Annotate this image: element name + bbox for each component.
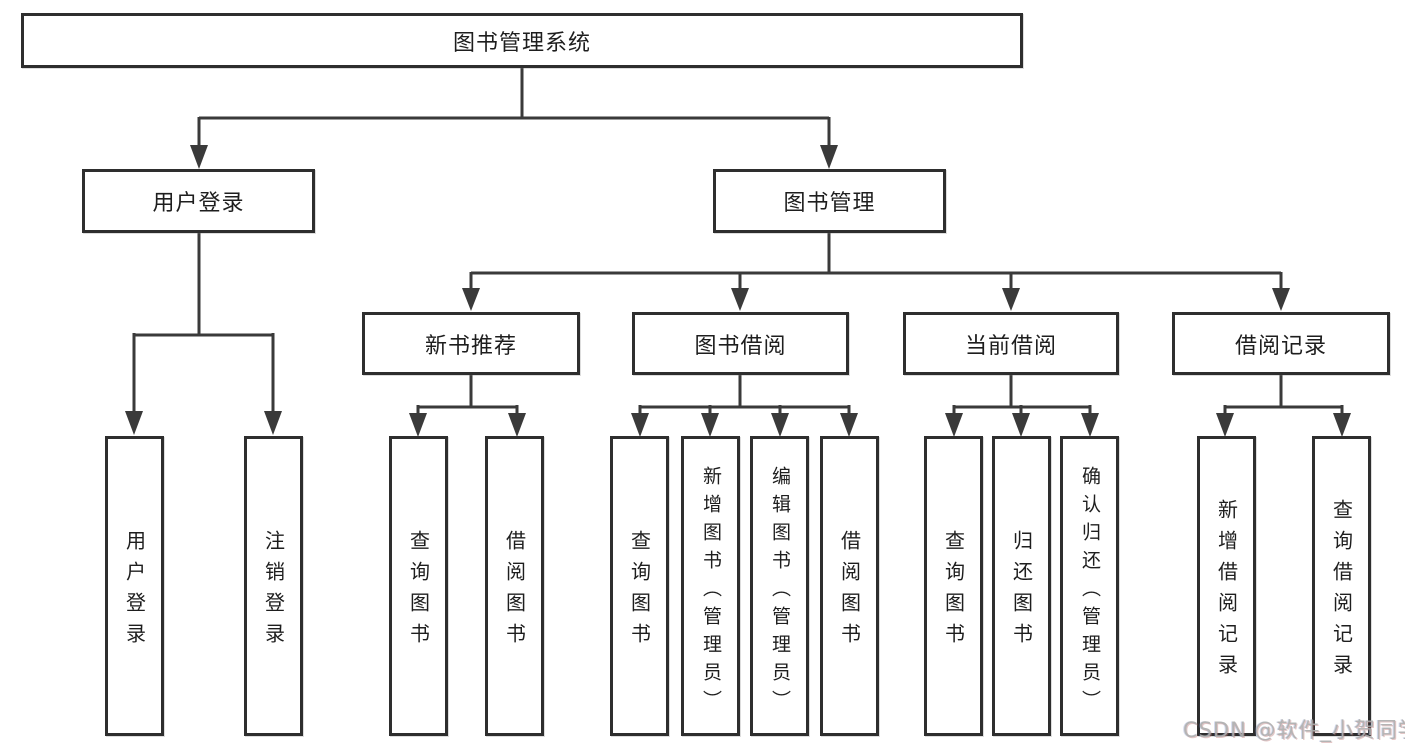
leaf-return-books: 归还图书 <box>992 436 1051 736</box>
leaf-borrow-books-1-label: 借阅图书 <box>502 529 527 654</box>
node-new-book-recommend-label: 新书推荐 <box>424 333 517 359</box>
leaf-edit-book-admin: 编辑图书（管理员） <box>750 436 809 736</box>
leaf-logout: 注销登录 <box>244 436 303 736</box>
leaf-borrow-books-1: 借阅图书 <box>485 436 544 736</box>
leaf-confirm-return-admin-label: 确认归还（管理员） <box>1079 465 1101 718</box>
leaf-add-book-admin-label: 新增图书（管理员） <box>700 465 722 718</box>
leaf-add-borrow-record: 新增借阅记录 <box>1197 436 1256 736</box>
node-book-management: 图书管理 <box>713 169 946 233</box>
node-new-book-recommend: 新书推荐 <box>362 312 580 375</box>
leaf-add-borrow-record-label: 新增借阅记录 <box>1214 498 1239 685</box>
node-book-borrowing-label: 图书借阅 <box>694 333 787 359</box>
leaf-borrow-books-2: 借阅图书 <box>820 436 879 736</box>
node-user-login: 用户登录 <box>82 169 315 233</box>
node-user-login-label: 用户登录 <box>152 191 245 216</box>
leaf-query-books-2: 查询图书 <box>610 436 669 736</box>
leaf-confirm-return-admin: 确认归还（管理员） <box>1060 436 1119 736</box>
node-book-management-label: 图书管理 <box>783 191 876 216</box>
leaf-query-books-3-label: 查询图书 <box>941 529 966 654</box>
leaf-query-books-2-label: 查询图书 <box>627 529 652 654</box>
leaf-query-books-1: 查询图书 <box>389 436 448 736</box>
csdn-watermark: CSDN @软件_小贺同学 <box>1183 718 1405 742</box>
leaf-user-login: 用户登录 <box>105 436 164 736</box>
leaf-logout-label: 注销登录 <box>261 529 286 654</box>
leaf-borrow-books-2-label: 借阅图书 <box>837 529 862 654</box>
leaf-edit-book-admin-label: 编辑图书（管理员） <box>769 465 791 718</box>
node-root-label: 图书管理系统 <box>452 30 591 56</box>
node-current-borrowing-label: 当前借阅 <box>964 333 1057 359</box>
leaf-query-books-1-label: 查询图书 <box>406 529 431 654</box>
node-book-borrowing: 图书借阅 <box>632 312 849 375</box>
leaf-return-books-label: 归还图书 <box>1009 529 1034 654</box>
leaf-add-book-admin: 新增图书（管理员） <box>681 436 740 736</box>
node-current-borrowing: 当前借阅 <box>903 312 1119 375</box>
leaf-query-borrow-record: 查询借阅记录 <box>1312 436 1371 736</box>
leaf-query-books-3: 查询图书 <box>924 436 983 736</box>
node-root-system: 图书管理系统 <box>21 13 1023 68</box>
node-borrowing-records-label: 借阅记录 <box>1234 333 1327 359</box>
node-borrowing-records: 借阅记录 <box>1172 312 1390 375</box>
arrowhead-icons <box>125 145 1351 437</box>
leaf-query-borrow-record-label: 查询借阅记录 <box>1329 498 1354 685</box>
leaf-user-login-label: 用户登录 <box>122 529 147 654</box>
